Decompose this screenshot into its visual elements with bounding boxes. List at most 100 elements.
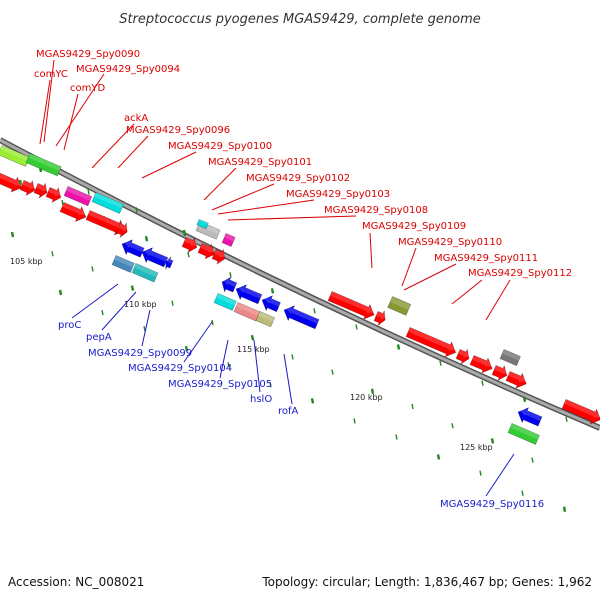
gene-label-spy0094[interactable]: MGAS9429_Spy0094: [76, 64, 180, 75]
tick-mark: [522, 396, 527, 402]
tick-mark: [130, 285, 135, 291]
tick-mark: [451, 423, 454, 429]
tick-mark: [250, 334, 255, 341]
gene-label-spy0090[interactable]: MGAS9429_Spy0090: [36, 49, 140, 60]
gene-label-spy0096[interactable]: MGAS9429_Spy0096: [126, 125, 230, 136]
tick-mark: [396, 344, 401, 350]
gene-spy0101[interactable]: [196, 218, 209, 230]
gene-label-spy0110[interactable]: MGAS9429_Spy0110: [398, 237, 502, 248]
gene-spy0108[interactable]: [327, 289, 377, 323]
gene-spy0104[interactable]: [213, 293, 237, 311]
gene-u[interactable]: [491, 363, 510, 383]
tick-mark: [439, 360, 442, 366]
callout-lines: [39, 59, 515, 497]
gene-label-spy0105[interactable]: MGAS9429_Spy0105: [168, 379, 272, 390]
callout-line: [485, 279, 511, 321]
gene-p[interactable]: [233, 282, 263, 307]
gene-r[interactable]: [373, 309, 389, 328]
gene-label-spy0109[interactable]: MGAS9429_Spy0109: [362, 221, 466, 232]
tick-mark: [269, 382, 272, 388]
gene-l[interactable]: [119, 237, 146, 260]
gene-e[interactable]: [45, 185, 64, 205]
tick-mark: [58, 289, 63, 296]
genome-backbone: [0, 137, 600, 431]
gene-track: [0, 145, 600, 445]
gene-k[interactable]: [211, 247, 228, 266]
gene-hslO[interactable]: [255, 311, 276, 328]
gene-a[interactable]: [0, 145, 30, 167]
gene-d[interactable]: [33, 181, 50, 200]
tick-marks: [10, 165, 568, 512]
tick-mark: [270, 288, 275, 294]
gene-spy0105[interactable]: [233, 302, 261, 322]
gene-b[interactable]: [0, 169, 25, 196]
gene-label-spy0111[interactable]: MGAS9429_Spy0111: [434, 253, 538, 264]
tick-mark: [144, 235, 149, 242]
gene-label-spy0108[interactable]: MGAS9429_Spy0108: [324, 205, 428, 216]
gene-label-pepA[interactable]: pepA: [86, 332, 112, 343]
callout-line: [211, 183, 275, 211]
gene-label-comYD[interactable]: comYD: [70, 83, 105, 94]
gene-label-spy0116[interactable]: MGAS9429_Spy0116: [440, 499, 544, 510]
callout-line: [217, 199, 315, 215]
gene-spy0110[interactable]: [405, 325, 459, 360]
gene-label-spy0104[interactable]: MGAS9429_Spy0104: [128, 363, 232, 374]
callout-line: [43, 59, 55, 143]
position-label-125: 125 kbp: [460, 443, 493, 452]
gene-label-rofA[interactable]: rofA: [278, 406, 299, 417]
genome-summary-text: Topology: circular; Length: 1,836,467 bp…: [261, 575, 592, 589]
tick-mark: [143, 325, 146, 332]
tick-mark: [51, 251, 54, 257]
callout-line: [117, 135, 149, 169]
callout-line: [283, 353, 293, 405]
tick-mark: [135, 207, 138, 214]
gene-label-ackA[interactable]: ackA: [124, 113, 148, 124]
tick-mark: [227, 362, 230, 368]
gene-s[interactable]: [455, 347, 472, 366]
gene-label-spy0101[interactable]: MGAS9429_Spy0101: [208, 157, 312, 168]
gene-spy0094[interactable]: [63, 186, 93, 207]
callout-line: [141, 309, 151, 347]
gene-label-proC[interactable]: proC: [58, 320, 81, 331]
gene-v[interactable]: [505, 369, 530, 392]
gene-proC[interactable]: [111, 255, 135, 273]
gene-n[interactable]: [163, 256, 174, 271]
gene-c[interactable]: [19, 178, 38, 198]
gene-w[interactable]: [561, 397, 600, 427]
gene-label-spy0099[interactable]: MGAS9429_Spy0099: [88, 348, 192, 359]
accession-text: Accession: NC_008021: [8, 575, 144, 589]
callout-line: [401, 247, 417, 287]
tick-mark: [87, 188, 90, 195]
callout-line: [141, 151, 197, 179]
tick-mark: [229, 272, 232, 278]
gene-i[interactable]: [181, 235, 200, 255]
gene-spy0116[interactable]: [507, 423, 540, 445]
tick-mark: [353, 418, 356, 424]
gene-label-hslO[interactable]: hslO: [250, 394, 272, 405]
gene-label-spy0103[interactable]: MGAS9429_Spy0103: [286, 189, 390, 200]
gene-spy0112[interactable]: [499, 349, 521, 367]
gene-o[interactable]: [219, 275, 238, 295]
gene-x[interactable]: [515, 405, 543, 429]
gene-comYC[interactable]: [25, 153, 62, 177]
tick-mark: [10, 231, 15, 238]
gene-h[interactable]: [115, 221, 131, 240]
tick-mark: [521, 490, 524, 496]
gene-label-spy0102[interactable]: MGAS9429_Spy0102: [246, 173, 350, 184]
gene-comYD[interactable]: [91, 192, 124, 214]
tick-mark: [91, 266, 94, 272]
callout-line: [203, 167, 237, 201]
gene-j[interactable]: [197, 241, 218, 262]
gene-label-spy0100[interactable]: MGAS9429_Spy0100: [168, 141, 272, 152]
gene-label-spy0112[interactable]: MGAS9429_Spy0112: [468, 268, 572, 279]
gene-f[interactable]: [59, 200, 89, 225]
gene-label-comYC[interactable]: comYC: [34, 69, 68, 80]
gene-pepA[interactable]: [131, 263, 159, 283]
gene-spy0102[interactable]: [221, 233, 236, 247]
gene-t[interactable]: [469, 353, 496, 376]
gene-m[interactable]: [139, 245, 169, 270]
callout-line: [369, 232, 373, 269]
gene-rofA[interactable]: [281, 303, 320, 332]
gene-q[interactable]: [259, 293, 282, 315]
gene-spy0109[interactable]: [387, 296, 412, 316]
